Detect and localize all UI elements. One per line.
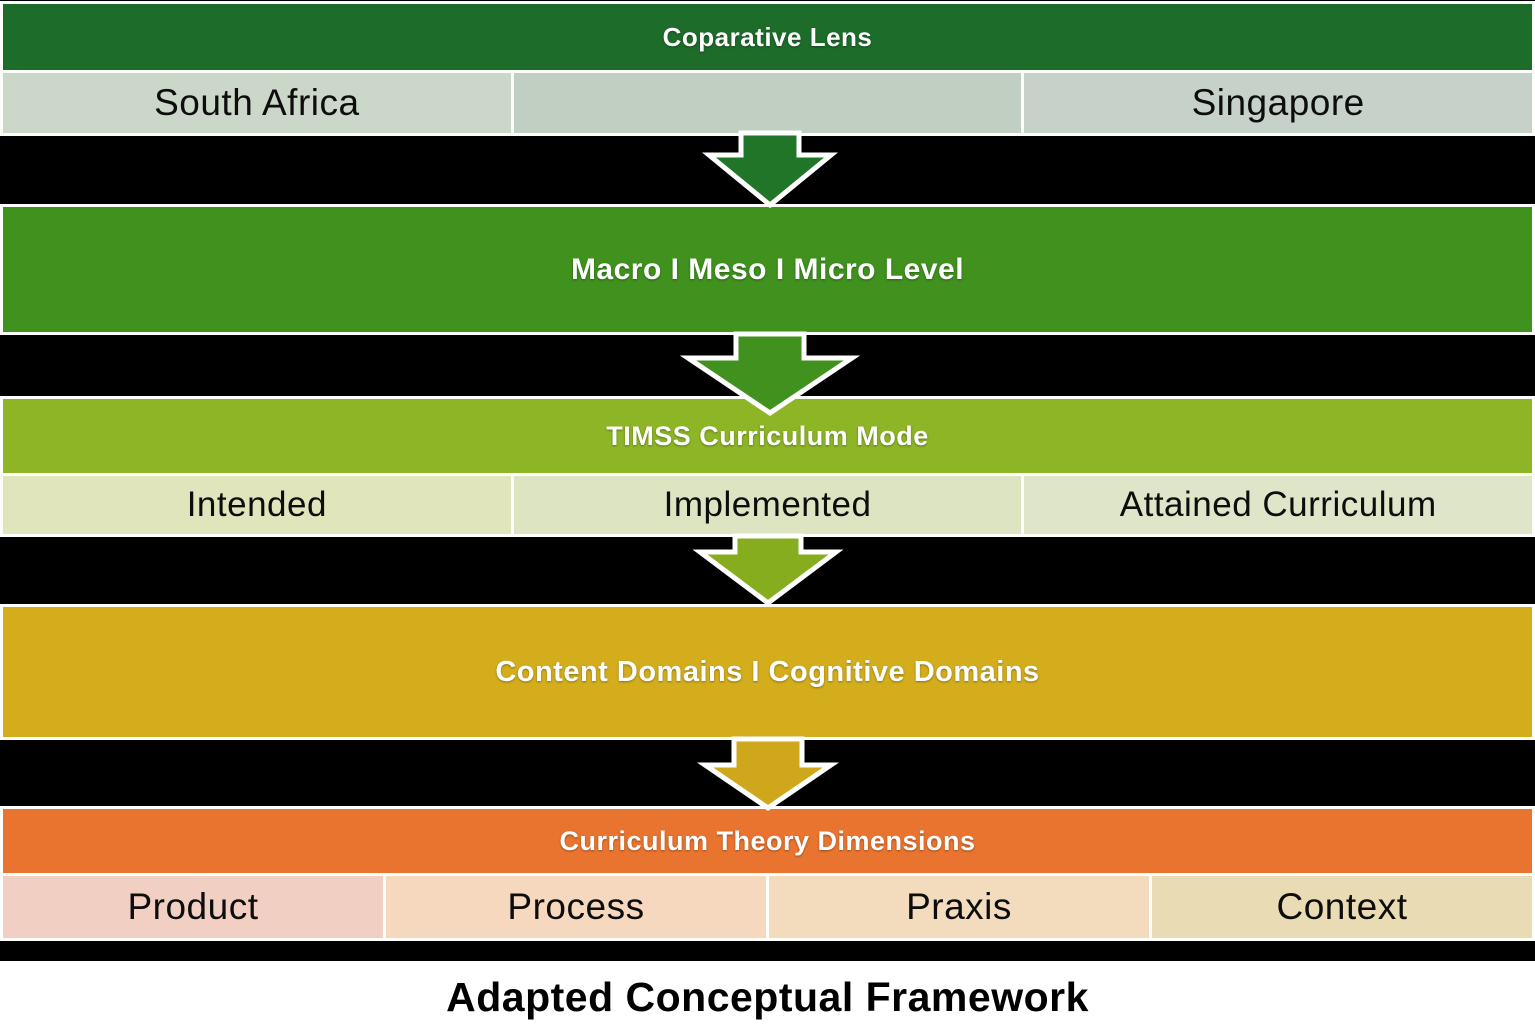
implemented-label: Implemented bbox=[663, 485, 872, 524]
down-arrow-icon bbox=[702, 130, 838, 209]
diagram-caption: Adapted Conceptual Framework bbox=[446, 973, 1089, 1020]
curriculum-theory-dimensions-label: Curriculum Theory Dimensions bbox=[559, 825, 976, 856]
cell-implemented: Implemented bbox=[513, 476, 1022, 534]
band-content-cognitive-domains: Content Domains I Cognitive Domains bbox=[3, 607, 1532, 737]
timss-curriculum-mode-label: TIMSS Curriculum Mode bbox=[606, 420, 929, 451]
down-arrow-icon bbox=[679, 331, 861, 417]
product-label: Product bbox=[127, 886, 259, 927]
cell-praxis: Praxis bbox=[769, 876, 1149, 938]
cell-attained-curriculum: Attained Curriculum bbox=[1024, 476, 1533, 534]
band-macro-meso-micro: Macro I Meso I Micro Level bbox=[3, 207, 1532, 332]
attained-curriculum-label: Attained Curriculum bbox=[1119, 485, 1437, 524]
cell-intended: Intended bbox=[3, 476, 511, 534]
cell-singapore: Singapore bbox=[1024, 73, 1533, 133]
macro-meso-micro-label: Macro I Meso I Micro Level bbox=[570, 252, 965, 286]
cell-process: Process bbox=[386, 876, 766, 938]
footer: Adapted Conceptual Framework bbox=[0, 961, 1535, 1033]
cell-empty-middle bbox=[513, 73, 1022, 133]
cell-product: Product bbox=[3, 876, 383, 938]
process-label: Process bbox=[507, 886, 645, 927]
band-comparative-lens: Coparative Lens bbox=[3, 4, 1532, 70]
praxis-label: Praxis bbox=[906, 886, 1012, 927]
row-dimensions: Product Process Praxis Context bbox=[3, 876, 1532, 938]
cell-south-africa: South Africa bbox=[3, 73, 511, 133]
comparative-lens-label: Coparative Lens bbox=[662, 21, 873, 52]
context-label: Context bbox=[1276, 886, 1408, 927]
intended-label: Intended bbox=[186, 485, 327, 524]
band-curriculum-theory-dimensions: Curriculum Theory Dimensions bbox=[3, 809, 1532, 873]
down-arrow-icon bbox=[696, 736, 840, 812]
content-cognitive-domains-label: Content Domains I Cognitive Domains bbox=[495, 655, 1040, 688]
south-africa-label: South Africa bbox=[154, 82, 360, 123]
down-arrow-icon bbox=[692, 533, 844, 607]
singapore-label: Singapore bbox=[1191, 82, 1365, 123]
row-countries: South Africa Singapore bbox=[3, 73, 1533, 133]
row-curricula: Intended Implemented Attained Curriculum bbox=[3, 476, 1533, 534]
cell-context: Context bbox=[1152, 876, 1532, 938]
